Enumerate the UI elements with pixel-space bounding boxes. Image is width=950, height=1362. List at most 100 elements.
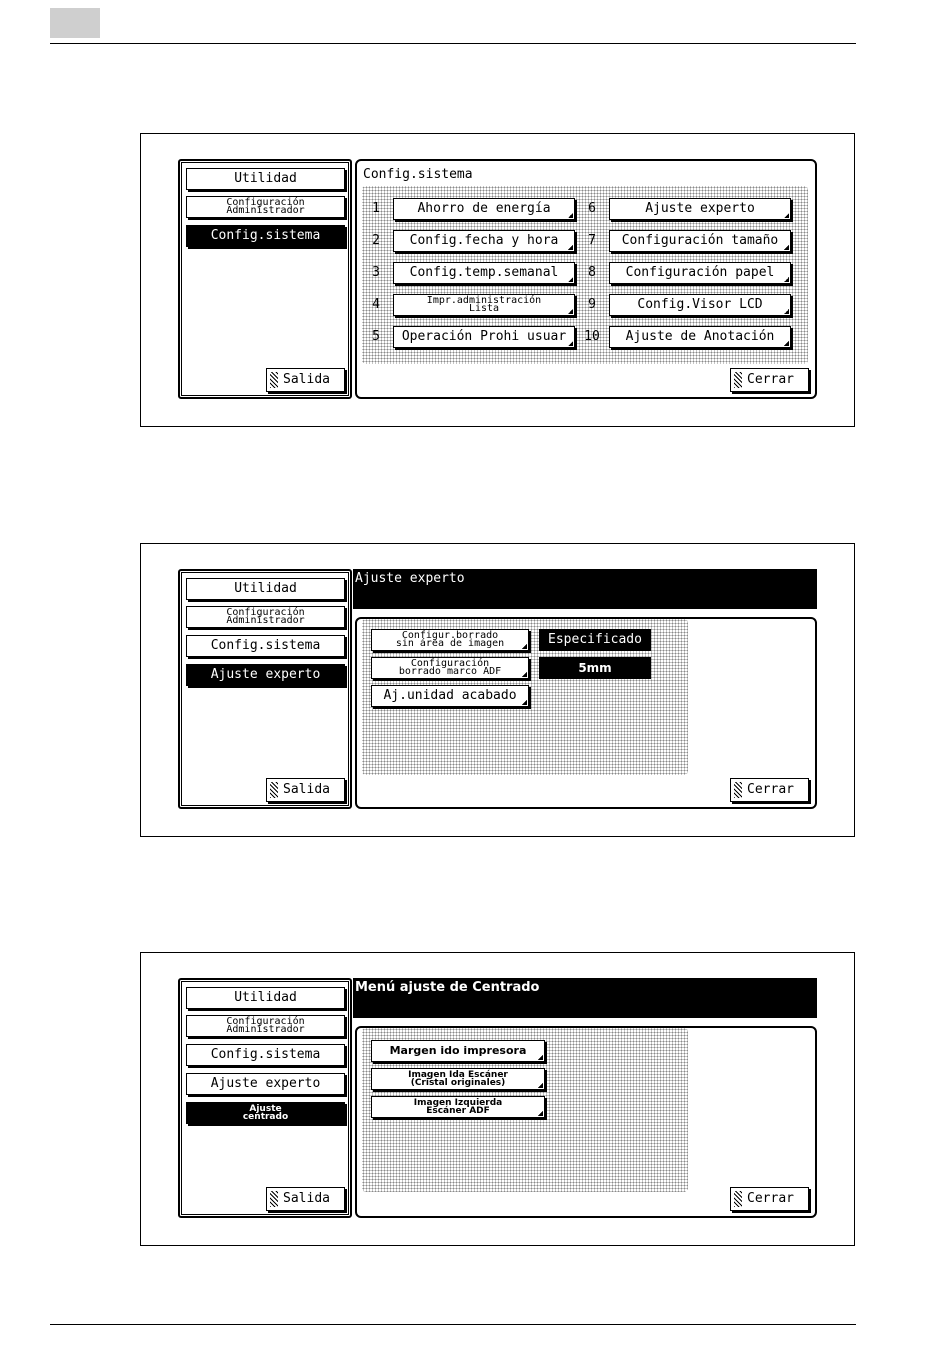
option-number: 4 xyxy=(372,297,380,312)
setting-label: borrado marco ADF xyxy=(398,666,502,677)
grip-icon xyxy=(270,372,278,388)
main-panel: Configur.borrado sin área de imagen Espe… xyxy=(355,617,817,809)
corner-icon xyxy=(568,309,573,314)
option-label: Config.temp.semanal xyxy=(409,265,559,280)
option-number: 2 xyxy=(372,233,380,248)
exit-label: Salida xyxy=(283,372,330,387)
grip-icon xyxy=(734,782,742,798)
corner-icon xyxy=(784,245,789,250)
exit-label: Salida xyxy=(283,782,330,797)
screenshot-frame-ajuste-experto: Utilidad Configuración Administrador Con… xyxy=(140,543,855,837)
option-configuracion-papel-button[interactable]: Configuración papel xyxy=(609,262,791,284)
setting-value: Especificado xyxy=(539,629,651,651)
grip-icon xyxy=(734,372,742,388)
sidebar-item-ajuste-centrado[interactable]: Ajuste centrado xyxy=(186,1102,345,1124)
sidebar-item-configuracion-administrador[interactable]: Configuración Administrador xyxy=(186,196,345,218)
option-label: Operación Prohi usuar xyxy=(401,329,567,344)
option-config-temp-semanal-button[interactable]: Config.temp.semanal xyxy=(393,262,575,284)
close-button[interactable]: Cerrar xyxy=(730,368,809,392)
sidebar-item-ajuste-experto[interactable]: Ajuste experto xyxy=(186,664,345,686)
footer-rule xyxy=(50,1324,856,1325)
sidebar-item-utilidad[interactable]: Utilidad xyxy=(186,578,345,600)
corner-icon xyxy=(522,700,527,705)
option-impr-administracion-lista-button[interactable]: Impr.administración Lista xyxy=(393,294,575,316)
option-label: Imagen Ida Escáner xyxy=(408,1070,508,1080)
option-number: 3 xyxy=(372,265,380,280)
option-configuracion-tamano-button[interactable]: Configuración tamaño xyxy=(609,230,791,252)
option-label: Lista xyxy=(468,303,500,314)
sidebar-item-config-sistema[interactable]: Config.sistema xyxy=(186,225,345,247)
exit-button[interactable]: Salida xyxy=(266,1187,345,1211)
option-ajuste-experto-button[interactable]: Ajuste experto xyxy=(609,198,791,220)
setting-label: Configur.borrado xyxy=(401,630,499,641)
page-title: Config.sistema xyxy=(363,167,473,182)
sidebar-item-utilidad[interactable]: Utilidad xyxy=(186,987,345,1009)
setting-label: sin área de imagen xyxy=(395,638,505,649)
option-ajuste-anotacion-button[interactable]: Ajuste de Anotación xyxy=(609,326,791,348)
corner-icon xyxy=(784,213,789,218)
corner-icon xyxy=(568,277,573,282)
sidebar-item-label: Administrador xyxy=(226,615,305,626)
sidebar-item-configuracion-administrador[interactable]: Configuración Administrador xyxy=(186,1015,345,1037)
sidebar-item-label: centrado xyxy=(242,1112,289,1122)
screenshot-frame-ajuste-centrado: Utilidad Configuración Administrador Con… xyxy=(140,952,855,1246)
header-rule xyxy=(50,43,856,44)
corner-icon xyxy=(568,213,573,218)
page-tab-marker xyxy=(50,8,100,38)
corner-icon xyxy=(522,644,527,649)
page-title: Menú ajuste de Centrado xyxy=(353,978,817,1018)
option-ahorro-energia-button[interactable]: Ahorro de energía xyxy=(393,198,575,220)
aj-unidad-acabado-button[interactable]: Aj.unidad acabado xyxy=(371,685,529,707)
close-label: Cerrar xyxy=(747,782,794,797)
sidebar-menu: Utilidad Configuración Administrador Con… xyxy=(178,159,352,399)
exit-button[interactable]: Salida xyxy=(266,368,345,392)
panel-screen: Utilidad Configuración Administrador Con… xyxy=(178,978,818,1220)
sidebar-item-label: Administrador xyxy=(226,1024,305,1035)
panel-screen: Utilidad Configuración Administrador Con… xyxy=(178,569,818,811)
sidebar-item-configuracion-administrador[interactable]: Configuración Administrador xyxy=(186,606,345,628)
option-label: Ajuste de Anotación xyxy=(625,329,775,344)
close-button[interactable]: Cerrar xyxy=(730,1187,809,1211)
corner-icon xyxy=(784,309,789,314)
sidebar-item-label: Ajuste xyxy=(249,1104,282,1114)
corner-icon xyxy=(568,245,573,250)
sidebar-item-config-sistema[interactable]: Config.sistema xyxy=(186,635,345,657)
close-label: Cerrar xyxy=(747,372,794,387)
imagen-ida-escaner-button[interactable]: Imagen Ida Escáner (Cristal originales) xyxy=(371,1068,545,1090)
imagen-izquierda-escaner-adf-button[interactable]: Imagen Izquierda Escáner ADF xyxy=(371,1096,545,1118)
setting-value: 5mm xyxy=(539,657,651,679)
option-number: 6 xyxy=(588,201,596,216)
option-label: Impr.administración xyxy=(426,295,542,306)
corner-icon xyxy=(538,1111,543,1116)
sidebar-item-utilidad[interactable]: Utilidad xyxy=(186,168,345,190)
exit-label: Salida xyxy=(283,1191,330,1206)
option-config-fecha-hora-button[interactable]: Config.fecha y hora xyxy=(393,230,575,252)
option-label: Config.Visor LCD xyxy=(637,297,763,312)
corner-icon xyxy=(522,672,527,677)
panel-screen: Utilidad Configuración Administrador Con… xyxy=(178,159,818,401)
corner-icon xyxy=(784,341,789,346)
grip-icon xyxy=(270,1191,278,1207)
exit-button[interactable]: Salida xyxy=(266,778,345,802)
option-config-visor-lcd-button[interactable]: Config.Visor LCD xyxy=(609,294,791,316)
sidebar-item-label: Administrador xyxy=(226,205,305,216)
configuracion-borrado-marco-adf-button[interactable]: Configuración borrado marco ADF xyxy=(371,657,529,679)
option-label: Ahorro de energía xyxy=(417,201,551,216)
option-number: 5 xyxy=(372,329,380,344)
option-number: 7 xyxy=(588,233,596,248)
options-panel: Margen ido impresora Imagen Ida Escáner … xyxy=(362,1028,688,1192)
option-operacion-prohi-usuar-button[interactable]: Operación Prohi usuar xyxy=(393,326,575,348)
close-button[interactable]: Cerrar xyxy=(730,778,809,802)
sidebar-item-label: Configuración xyxy=(226,1016,305,1027)
sidebar-item-ajuste-experto[interactable]: Ajuste experto xyxy=(186,1073,345,1095)
screenshot-frame-config-sistema: Utilidad Configuración Administrador Con… xyxy=(140,133,855,427)
sidebar-item-config-sistema[interactable]: Config.sistema xyxy=(186,1044,345,1066)
margen-ido-impresora-button[interactable]: Margen ido impresora xyxy=(371,1040,545,1062)
option-label: Margen ido impresora xyxy=(389,1044,527,1057)
corner-icon xyxy=(784,277,789,282)
option-number: 8 xyxy=(588,265,596,280)
option-label: Configuración tamaño xyxy=(621,233,779,248)
configur-borrado-sin-area-button[interactable]: Configur.borrado sin área de imagen xyxy=(371,629,529,651)
setting-label: Configuración xyxy=(410,658,490,669)
main-panel: Config.sistema 1 Ahorro de energía 2 Con… xyxy=(355,159,817,399)
